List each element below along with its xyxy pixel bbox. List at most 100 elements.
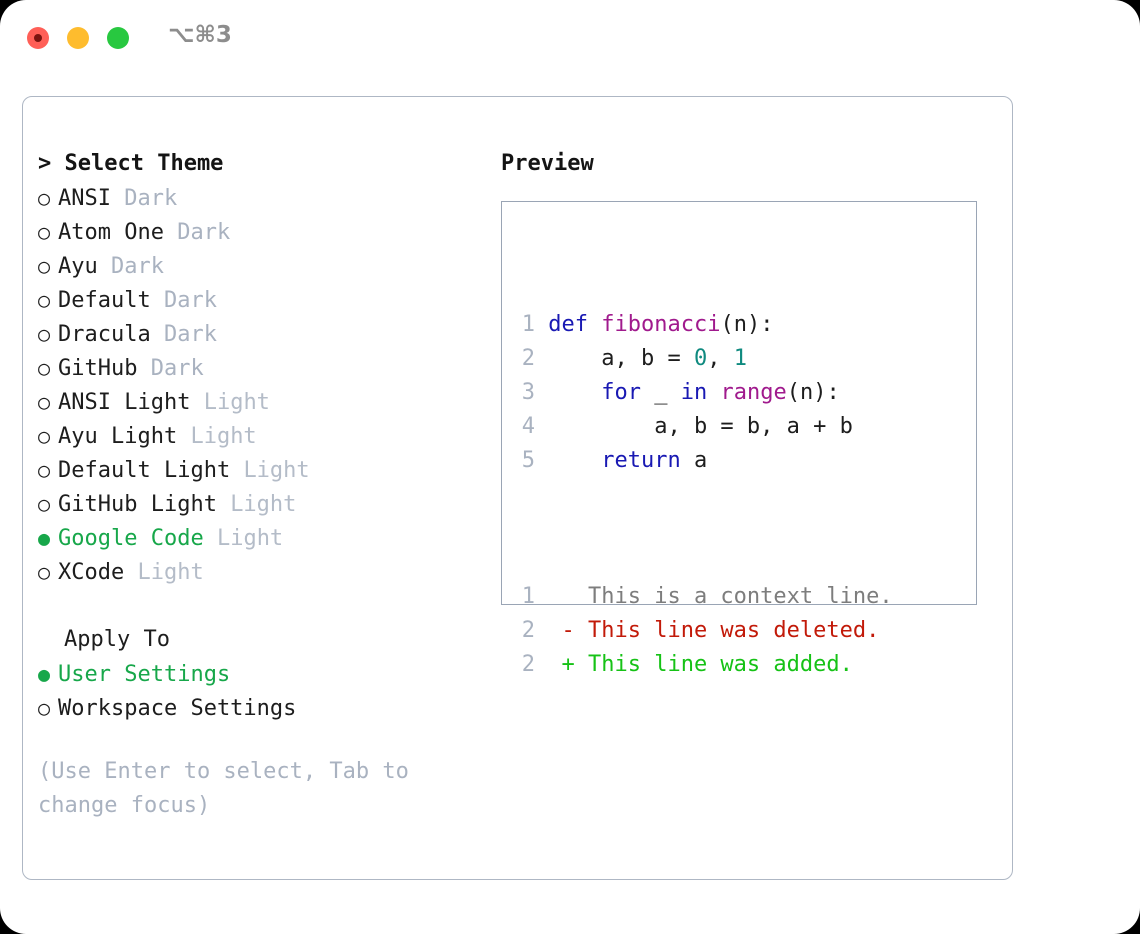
apply-to-option-label: Workspace Settings — [58, 696, 297, 721]
minimize-window-button[interactable] — [67, 27, 89, 49]
code-line: 4 a, b = b, a + b — [521, 410, 893, 444]
theme-variant-badge: Light — [243, 458, 310, 483]
theme-option-label: Dracula — [58, 322, 164, 347]
theme-option-google-code[interactable]: ● Google Code Light — [38, 521, 478, 555]
radio-unselected-icon: ○ — [38, 220, 51, 244]
close-icon — [34, 34, 42, 42]
gutter-space — [535, 346, 548, 371]
code-token: _ — [640, 380, 681, 405]
diff-marker: - — [535, 618, 588, 643]
code-token: in — [680, 380, 708, 405]
line-number: 1 — [521, 312, 535, 337]
radio-unselected-icon: ○ — [38, 288, 51, 312]
select-theme-heading: > Select Theme — [38, 151, 224, 176]
code-token: (n): — [786, 380, 840, 405]
radio-unselected-icon: ○ — [38, 492, 51, 516]
theme-variant-badge: Light — [230, 492, 297, 517]
radio-selected-icon: ● — [38, 662, 51, 686]
diff-marker — [535, 584, 588, 609]
theme-option-label: Default — [58, 288, 164, 313]
theme-option-label: Ayu — [58, 254, 111, 279]
radio-unselected-icon: ○ — [38, 186, 51, 210]
diff-text: This is a context line. — [587, 584, 893, 609]
section-spacer — [38, 589, 478, 623]
theme-variant-badge: Light — [216, 526, 284, 551]
theme-option-label: GitHub — [58, 356, 151, 381]
code-token: return — [601, 448, 681, 473]
preview-heading: Preview — [501, 151, 594, 176]
code-token — [548, 448, 601, 473]
theme-variant-badge: Dark — [163, 322, 217, 347]
title-bar: ⌥⌘3 — [0, 0, 1140, 78]
keyboard-hint-text: (Use Enter to select, Tab to change focu… — [38, 759, 423, 818]
code-token: , — [707, 346, 734, 371]
theme-option-label: Atom One — [58, 220, 178, 245]
theme-variant-badge: Light — [203, 390, 270, 415]
code-token: a, b = — [548, 346, 694, 371]
apply-to-option-user-settings[interactable]: ● User Settings — [38, 657, 478, 691]
apply-to-option-label: User Settings — [58, 662, 231, 687]
code-token: def — [548, 312, 602, 337]
theme-variant-badge: Light — [190, 424, 257, 449]
radio-unselected-icon: ○ — [38, 696, 51, 720]
line-number: 2 — [521, 652, 535, 677]
line-number: 3 — [521, 380, 535, 405]
code-line: 3 for _ in range(n): — [521, 376, 893, 410]
theme-option-ansi[interactable]: ○ ANSI Dark — [38, 181, 478, 215]
theme-option-xcode[interactable]: ○XCode Light — [38, 555, 478, 589]
preview-column: Preview 1 def fibonacci(n):2 a, b = 0, 1… — [501, 147, 1001, 677]
code-line: 1 def fibonacci(n): — [521, 308, 893, 342]
line-number: 5 — [521, 448, 535, 473]
code-token: a — [680, 448, 708, 473]
theme-picker-panel: > Select Theme ○ANSI Dark○Atom One Dark○… — [22, 96, 1013, 880]
line-number: 2 — [521, 346, 535, 371]
maximize-window-button[interactable] — [107, 27, 129, 49]
diff-text: This line was added. — [587, 652, 853, 677]
diff-text: This line was deleted. — [587, 618, 880, 643]
theme-option-github[interactable]: ○GitHub Dark — [38, 351, 478, 385]
line-number: 2 — [521, 618, 535, 643]
radio-unselected-icon: ○ — [38, 390, 51, 414]
theme-option-label: GitHub Light — [58, 492, 231, 517]
code-token: fibonacci — [601, 312, 721, 337]
theme-option-ansi-light[interactable]: ○ANSI Light Light — [38, 385, 478, 419]
diff-lines: 1 This is a context line.2 - This line w… — [521, 580, 893, 682]
diff-marker: + — [535, 652, 588, 677]
theme-variant-badge: Dark — [163, 288, 217, 313]
code-token: for — [601, 380, 641, 405]
line-number: 4 — [521, 414, 535, 439]
radio-selected-icon: ● — [38, 526, 51, 550]
theme-variant-badge: Dark — [124, 186, 178, 211]
theme-option-atom-one[interactable]: ○ Atom One Dark — [38, 215, 478, 249]
theme-variant-badge: Dark — [177, 220, 231, 245]
theme-option-github-light[interactable]: ○ GitHub Light Light — [38, 487, 478, 521]
radio-unselected-icon: ○ — [38, 356, 51, 380]
theme-option-label: ANSI — [58, 186, 125, 211]
theme-option-label: Ayu Light — [58, 424, 191, 449]
theme-option-list[interactable]: ○ANSI Dark○Atom One Dark○Ayu Dark○Defaul… — [38, 181, 478, 589]
theme-list-column: > Select Theme ○ANSI Dark○Atom One Dark○… — [38, 147, 478, 823]
radio-unselected-icon: ○ — [38, 254, 51, 278]
apply-to-option-list[interactable]: ● User Settings ○ Workspace Settings — [38, 657, 478, 725]
code-token: 0 — [693, 346, 708, 371]
theme-option-ayu[interactable]: ○ Ayu Dark — [38, 249, 478, 283]
theme-option-default-light[interactable]: ○Default Light Light — [38, 453, 478, 487]
theme-option-dracula[interactable]: ○ Dracula Dark — [38, 317, 478, 351]
radio-unselected-icon: ○ — [38, 560, 51, 584]
apply-to-option-workspace-settings[interactable]: ○ Workspace Settings — [38, 691, 478, 725]
theme-option-ayu-light[interactable]: ○Ayu Light Light — [38, 419, 478, 453]
radio-unselected-icon: ○ — [38, 322, 51, 346]
code-token: (n): — [720, 312, 774, 337]
theme-option-default[interactable]: ○ Default Dark — [38, 283, 478, 317]
code-token: 1 — [733, 346, 747, 371]
keyboard-shortcut-label: ⌥⌘3 — [168, 22, 232, 48]
gutter-space — [535, 414, 548, 439]
gutter-space — [535, 448, 548, 473]
theme-variant-badge: Dark — [110, 254, 164, 279]
code-line: 5 return a — [521, 444, 893, 478]
theme-option-label: Google Code — [58, 526, 217, 551]
code-line: 2 a, b = 0, 1 — [521, 342, 893, 376]
